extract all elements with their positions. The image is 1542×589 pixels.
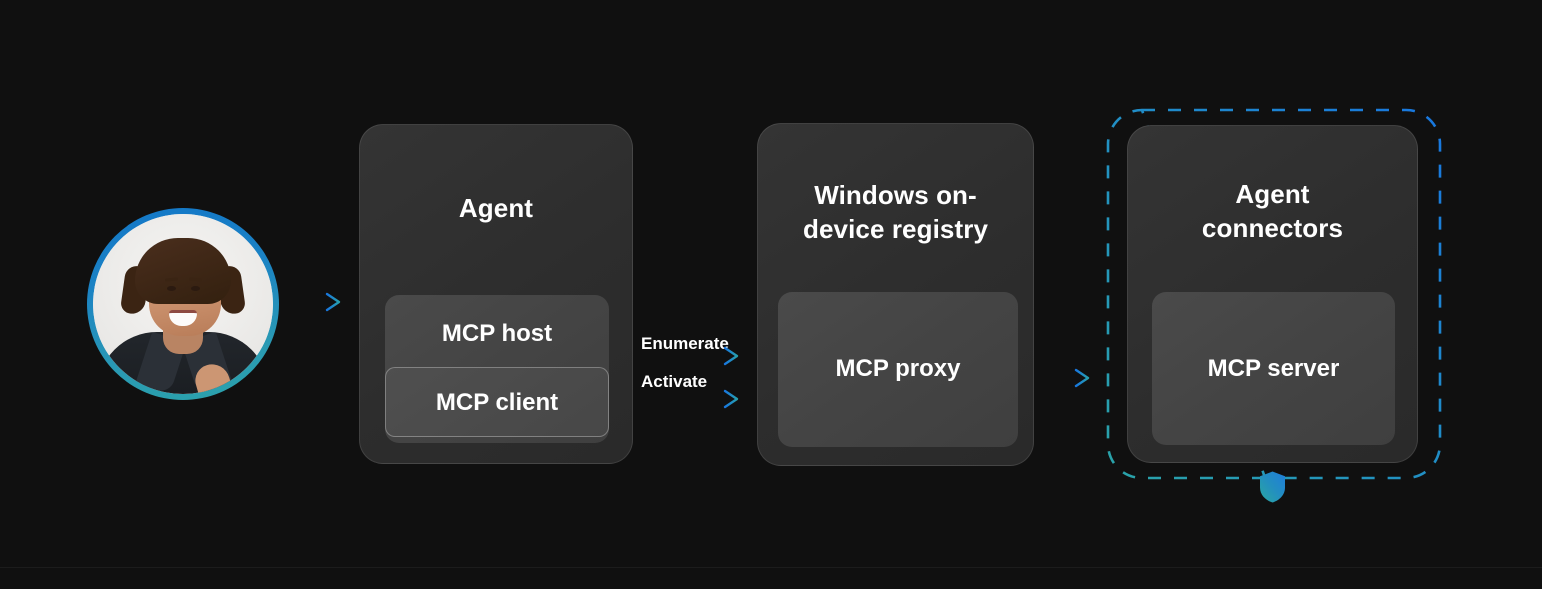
- node-mcp-proxy[interactable]: MCP proxy: [778, 292, 1018, 447]
- bottom-divider: [0, 567, 1542, 568]
- node-mcp-host-title: MCP host: [441, 320, 553, 347]
- node-mcp-client[interactable]: MCP client: [385, 367, 609, 437]
- node-mcp-host[interactable]: MCP host MCP client: [385, 295, 609, 443]
- connectors-title-line1: Agent: [1235, 179, 1310, 209]
- arrow-user-to-agent: [287, 292, 341, 312]
- arrow-enumerate: [641, 346, 739, 366]
- arrow-proxy-to-server: [1042, 368, 1090, 388]
- avatar-eye-left: [167, 286, 176, 291]
- user-avatar: [87, 208, 279, 400]
- flow-label-activate: Activate: [641, 372, 708, 391]
- registry-title-line2: device registry: [802, 214, 989, 244]
- node-agent-title: Agent: [458, 193, 534, 223]
- node-agent[interactable]: Agent MCP host MCP client: [359, 124, 633, 464]
- security-boundary: [1106, 108, 1442, 480]
- avatar-hair: [135, 238, 231, 304]
- node-agent-connectors-title: Agent connectors: [1128, 177, 1417, 245]
- node-mcp-client-title: MCP client: [435, 389, 559, 416]
- node-agent-connectors[interactable]: Agent connectors MCP server: [1127, 125, 1418, 463]
- node-windows-registry-title: Windows on- device registry: [758, 178, 1033, 246]
- registry-title-line1: Windows on-: [814, 180, 977, 210]
- node-mcp-server[interactable]: MCP server: [1152, 292, 1395, 445]
- shield-icon: [1260, 471, 1285, 503]
- arrow-activate: [641, 389, 739, 409]
- node-mcp-proxy-title: MCP proxy: [835, 355, 961, 382]
- node-mcp-server-title: MCP server: [1207, 355, 1340, 382]
- flow-label-enumerate: Enumerate: [641, 334, 729, 353]
- connectors-title-line2: connectors: [1201, 213, 1344, 243]
- avatar-eye-right: [191, 286, 200, 291]
- node-windows-registry[interactable]: Windows on- device registry MCP proxy: [757, 123, 1034, 466]
- avatar-image: [93, 214, 273, 394]
- avatar-mouth: [169, 310, 197, 326]
